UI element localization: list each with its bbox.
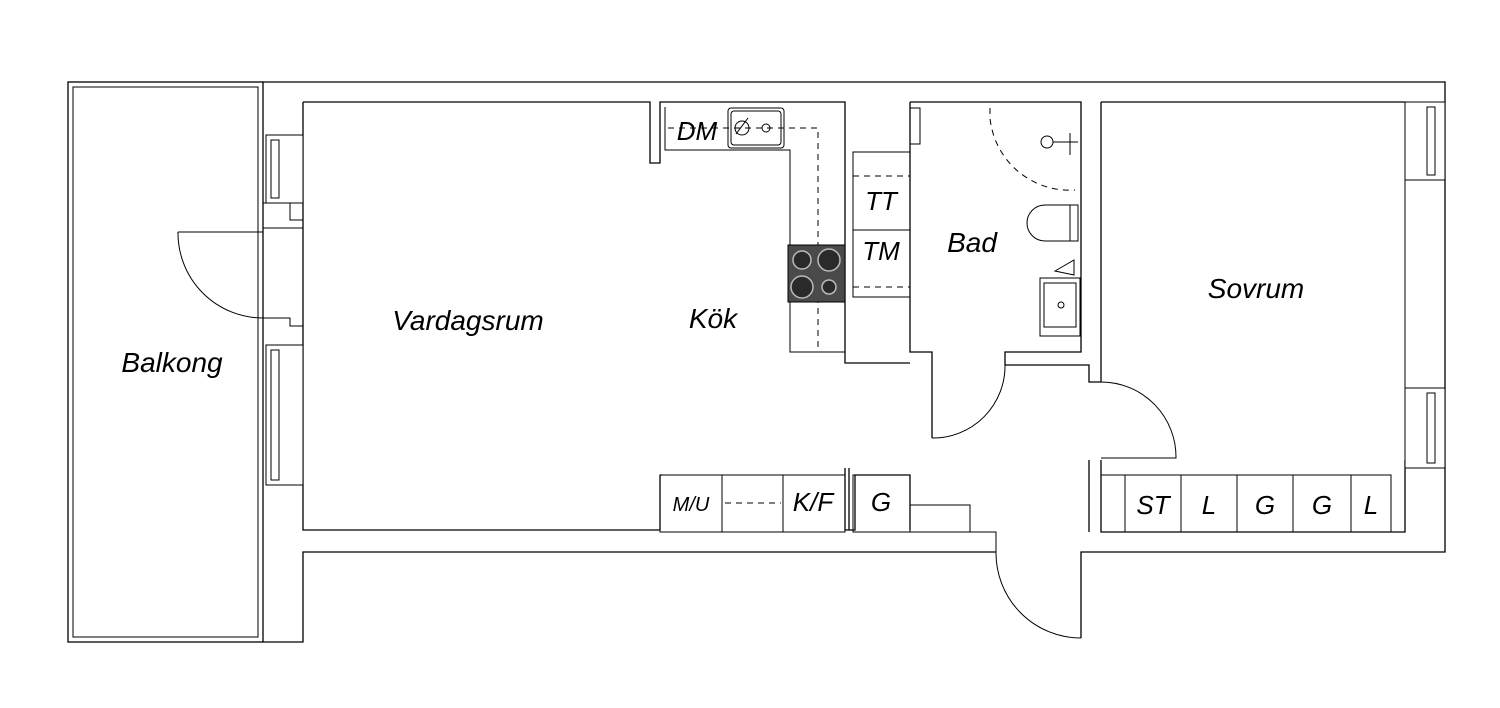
room-label-kok: Kök — [689, 303, 739, 334]
stove — [787, 244, 846, 303]
fixture-label-tm: TM — [862, 236, 900, 266]
entrance-door — [995, 551, 1082, 639]
laundry-column — [852, 151, 911, 298]
room-label-sovrum: Sovrum — [1208, 273, 1304, 304]
closet-label: L — [1202, 490, 1216, 520]
fixture-label-kf: K/F — [793, 487, 836, 517]
hall-walls — [659, 468, 997, 552]
room-label-balkong: Balkong — [121, 347, 223, 378]
bathroom-door — [931, 364, 1006, 439]
outer-walls — [263, 81, 1446, 643]
balcony — [67, 81, 264, 643]
balcony-windows — [263, 134, 304, 486]
closet-label: G — [1255, 490, 1275, 520]
closet-label: L — [1364, 490, 1378, 520]
room-label-bad: Bad — [947, 227, 998, 258]
balcony-door — [177, 231, 264, 319]
fixture-label-g-hall: G — [871, 487, 891, 517]
bedroom-walls — [1088, 101, 1446, 533]
closet-label: ST — [1136, 490, 1171, 520]
fixture-label-dm: DM — [677, 116, 718, 146]
room-label-vardagsrum: Vardagsrum — [392, 305, 543, 336]
closet-label: G — [1312, 490, 1332, 520]
bathroom-walls — [909, 101, 1102, 438]
fixture-label-mu: M/U — [673, 494, 710, 516]
bedroom-door — [1100, 381, 1177, 459]
fixture-label-tt: TT — [865, 186, 899, 216]
